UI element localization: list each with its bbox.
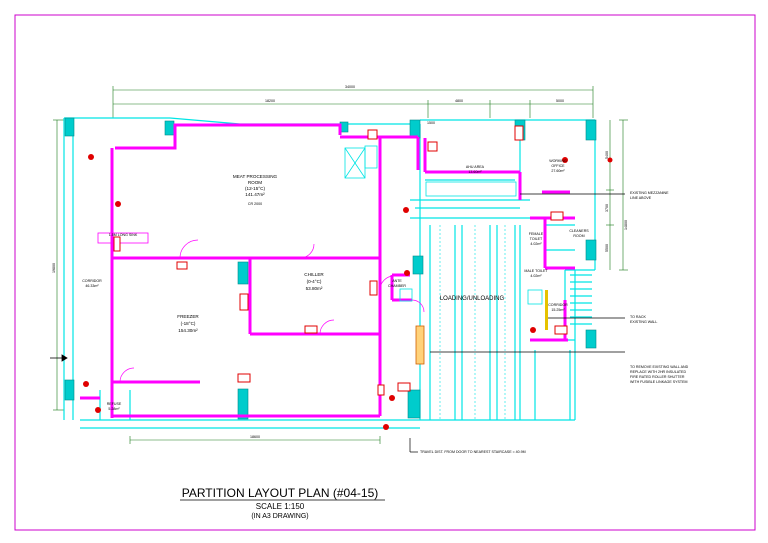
- travel-distance-note: TRAVEL DIST. FROM DOOR TO NEAREST STAIRC…: [420, 450, 526, 454]
- corridor-left-name: CORRIDOR: [82, 279, 102, 283]
- chiller-temp: (0-4°C): [307, 279, 322, 284]
- freezer-temp: (-18°C): [181, 321, 196, 326]
- dim-seg1: 18200: [265, 99, 275, 103]
- male-toilet-name: MALE TOILET: [524, 269, 548, 273]
- meat-room-temp: (12-15°C): [245, 186, 265, 191]
- cleaners-name: CLEANERS: [569, 229, 589, 233]
- male-toilet-area: 4.02m²: [530, 274, 542, 278]
- dim-r3: 5500: [605, 244, 609, 252]
- female-toilet-name2: TOILET: [530, 237, 543, 241]
- ahu-name: AHU AREA: [466, 165, 485, 169]
- structural-columns: [64, 117, 597, 420]
- drawing-scale: SCALE 1:150: [256, 502, 305, 511]
- entrance-arrow: [50, 354, 68, 362]
- remove-note-2: REPLACE WITH 2HR INSULATED: [630, 370, 686, 374]
- refuse-area: 5.28m²: [108, 407, 120, 411]
- roller-shutter: [415, 325, 425, 365]
- fire-equipment: [83, 125, 613, 430]
- dimension-lines: [53, 86, 628, 444]
- freezer-name: FREEZER: [177, 314, 199, 319]
- office-name: WORKING: [549, 159, 567, 163]
- dim-overall: 34000: [345, 85, 355, 89]
- refuse-name: REFUSE: [107, 402, 122, 406]
- drawing-note: (IN A3 DRAWING): [251, 513, 308, 520]
- room-equipment: [97, 145, 543, 305]
- dim-seg2: 4800: [455, 99, 463, 103]
- chiller-area: 53.80m²: [306, 286, 323, 291]
- partition-walls: [80, 123, 575, 418]
- loading-label: LOADING/UNLOADING: [440, 296, 505, 302]
- female-toilet-area: 4.02m²: [530, 242, 542, 246]
- corridor-left-area: 46.33m²: [85, 284, 99, 288]
- dim-bottom: 18600: [250, 435, 260, 439]
- sink-label: 1.5M LONG SINK: [109, 233, 138, 237]
- meat-room-name: MEAT PROCESSING: [233, 174, 278, 179]
- chiller-name: CHILLER: [304, 272, 324, 277]
- rack-out-wall: [545, 290, 548, 330]
- dim-left-height: 19800: [52, 263, 56, 273]
- dim-r2: 3700: [605, 204, 609, 212]
- rack-note-2: EXISTING WALL: [630, 320, 657, 324]
- remove-note-4: WITH FUSIBLE LINKAGE SYSTEM: [630, 380, 688, 384]
- dim-right-height: 14800: [624, 220, 628, 230]
- room-labels: MEAT PROCESSING ROOM (12-15°C) 141.47m² …: [82, 159, 589, 411]
- door-swings: [119, 239, 425, 383]
- ahu-area: 13.60m²: [468, 170, 482, 174]
- callout-leaders: [409, 193, 625, 453]
- callout-texts: EXISTING MEZZANINE LINE ABOVE TO RACK EX…: [420, 191, 689, 454]
- meat-room-tag: CR 2000: [248, 202, 262, 206]
- corridor-right-area: 15.25m²: [551, 308, 565, 312]
- remove-note-1: TO REMOVE EXISTING WALL AND: [630, 365, 689, 369]
- corridor-right-name: CORRIDOR: [548, 303, 568, 307]
- female-toilet-name: FEMALE: [529, 232, 544, 236]
- dim-r1: 5400: [605, 151, 609, 159]
- ante-name: ANTE: [392, 279, 402, 283]
- office-name2: OFFICE: [551, 164, 565, 168]
- ante-name2: CHAMBER: [388, 284, 406, 288]
- mezzanine-note-1: EXISTING MEZZANINE: [630, 191, 669, 195]
- drawing-title: PARTITION LAYOUT PLAN (#04-15): [182, 486, 379, 500]
- freezer-area: 154.30m²: [178, 328, 198, 333]
- title-block: PARTITION LAYOUT PLAN (#04-15) SCALE 1:1…: [180, 486, 385, 520]
- meat-room-name2: ROOM: [248, 180, 262, 185]
- sheet-border: [14, 14, 756, 531]
- office-area: 27.60m²: [551, 169, 565, 173]
- rack-note-1: TO RACK: [630, 315, 647, 319]
- cleaners-name2: ROOM: [573, 234, 584, 238]
- meat-room-area: 141.47m²: [245, 192, 265, 197]
- dim-seg3: 5000: [556, 99, 564, 103]
- mezzanine-note-2: LINE ABOVE: [630, 196, 652, 200]
- dim-d1: 1500: [427, 121, 435, 125]
- remove-note-3: FIRE RATED ROLLER SHUTTER: [630, 375, 685, 379]
- bollard-lines: [439, 225, 506, 420]
- dimension-texts: 34000 18200 4800 5000 19800 14800 5400 3…: [52, 85, 628, 439]
